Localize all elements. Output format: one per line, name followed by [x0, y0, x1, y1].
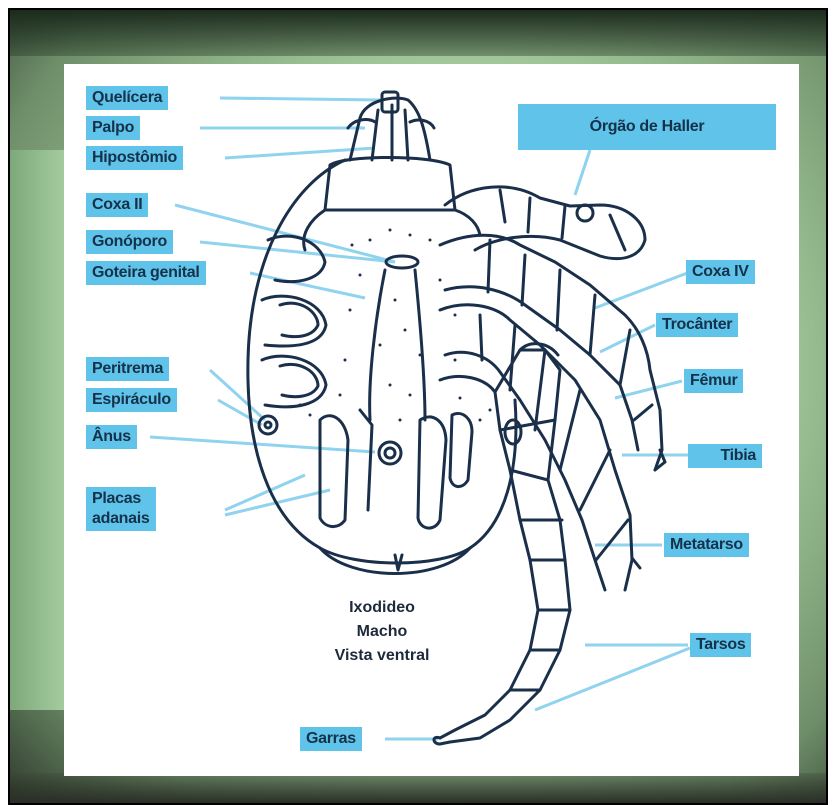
- label-placas-adanais: Placas adanais: [86, 487, 156, 531]
- diagram-caption: Ixodideo Macho Vista ventral: [302, 596, 462, 668]
- label-garras: Garras: [300, 727, 362, 751]
- label-metatarso: Metatarso: [664, 533, 749, 557]
- label-espiraculo: Espiráculo: [86, 388, 177, 412]
- label-palpo: Palpo: [86, 116, 140, 140]
- label-gonoporo: Gonóporo: [86, 230, 173, 254]
- label-coxa-ii: Coxa II: [86, 193, 148, 217]
- label-hipostomio: Hipostômio: [86, 146, 183, 170]
- label-trocanter: Trocânter: [656, 313, 738, 337]
- label-tarsos: Tarsos: [690, 633, 751, 657]
- label-tibia: Tibia: [688, 444, 762, 468]
- label-placas-line2: adanais: [92, 509, 150, 529]
- label-peritrema: Peritrema: [86, 357, 169, 381]
- label-orgao-de-haller: Órgão de Haller: [518, 104, 776, 150]
- label-femur: Fêmur: [684, 369, 743, 393]
- label-coxa-iv: Coxa IV: [686, 260, 755, 284]
- caption-line1: Ixodideo: [302, 596, 462, 620]
- label-quelicera: Quelícera: [86, 86, 168, 110]
- caption-line2: Macho: [302, 620, 462, 644]
- label-placas-line1: Placas: [92, 489, 150, 509]
- label-anus: Ânus: [86, 425, 137, 449]
- caption-line3: Vista ventral: [302, 644, 462, 668]
- label-goteira-genital: Goteira genital: [86, 261, 206, 285]
